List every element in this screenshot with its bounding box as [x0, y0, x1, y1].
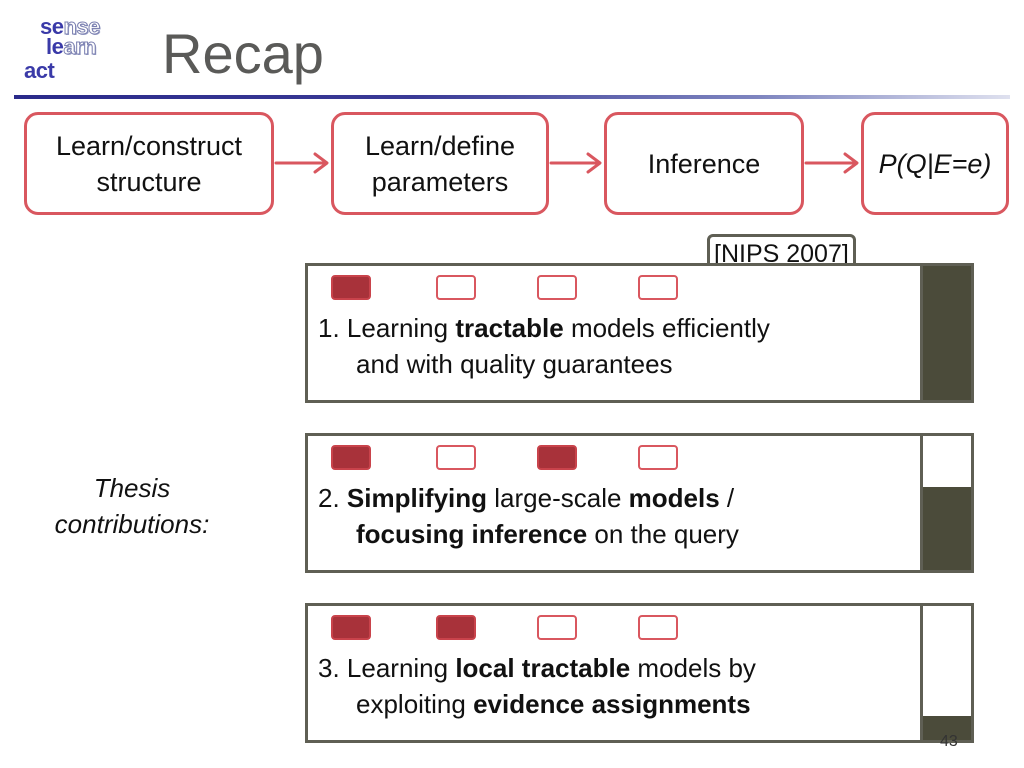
mini-stage-box — [436, 445, 476, 470]
progress-bar-2 — [920, 433, 974, 573]
emphasis-text: local tractable — [455, 653, 631, 683]
mini-stage-box — [537, 275, 577, 300]
pipeline-arrowhead — [313, 152, 329, 174]
plain-text: models efficiently — [563, 313, 770, 343]
stage-learn-parameters: Learn/define parameters — [331, 112, 549, 215]
contribution-text-2: 2. Simplifying large-scale models /focus… — [318, 480, 918, 552]
stage-query-probability: P(Q|E=e) — [861, 112, 1009, 215]
mini-stage-box — [331, 445, 371, 470]
plain-text: 1. Learning — [318, 313, 456, 343]
stage-line: structure — [96, 166, 202, 197]
contribution-panel-1 — [305, 263, 923, 403]
contribution-panel-2 — [305, 433, 923, 573]
progress-fill — [923, 266, 971, 400]
plain-text: 3. Learning — [318, 653, 456, 683]
stage-line: Learn/define — [364, 130, 516, 161]
plain-text: exploiting — [356, 689, 474, 719]
thesis-contributions-label: Thesis contributions: — [22, 470, 242, 542]
stage-line: Inference — [647, 148, 761, 179]
plain-text: and with quality guarantees — [356, 349, 673, 379]
mini-stage-box — [638, 275, 678, 300]
emphasis-text: evidence assignments — [473, 689, 751, 719]
plain-text: large-scale — [487, 483, 629, 513]
emphasis-text: focusing inference — [356, 519, 588, 549]
stage-learn-structure: Learn/construct structure — [24, 112, 274, 215]
plain-text: / — [719, 483, 735, 513]
slide-title: Recap — [162, 22, 324, 85]
plain-text: on the query — [587, 519, 739, 549]
contribution-line: exploiting evidence assignments — [318, 686, 918, 722]
mini-stage-box — [537, 615, 577, 640]
contribution-line: 2. Simplifying large-scale models / — [318, 480, 918, 516]
emphasis-text: models — [628, 483, 720, 513]
mini-stage-box — [638, 445, 678, 470]
stage-line: parameters — [371, 166, 509, 197]
stage-inference: Inference — [604, 112, 804, 215]
progress-fill — [923, 715, 971, 740]
contribution-line: 1. Learning tractable models efficiently — [318, 310, 918, 346]
contribution-line: 3. Learning local tractable models by — [318, 650, 918, 686]
page-number: 43 — [940, 733, 958, 750]
thesis-label-line: contributions: — [54, 509, 210, 539]
contribution-line: and with quality guarantees — [318, 346, 918, 382]
plain-text: models by — [630, 653, 756, 683]
mini-stage-box — [331, 615, 371, 640]
mini-stage-box — [537, 445, 577, 470]
stage-line: P(Q|E=e) — [878, 148, 992, 179]
emphasis-text: tractable — [455, 313, 564, 343]
progress-fill — [923, 486, 971, 570]
thesis-label-line: Thesis — [93, 473, 171, 503]
sense-learn-act-logo: sense learn act — [24, 14, 101, 83]
title-underline — [14, 95, 1010, 99]
stage-line: Learn/construct — [55, 130, 243, 161]
mini-stage-box — [638, 615, 678, 640]
pipeline-arrowhead — [843, 152, 859, 174]
progress-bar-3 — [920, 603, 974, 743]
pipeline-arrowhead — [586, 152, 602, 174]
progress-bar-1 — [920, 263, 974, 403]
contribution-line: focusing inference on the query — [318, 516, 918, 552]
mini-stage-box — [331, 275, 371, 300]
mini-stage-box — [436, 615, 476, 640]
contribution-panel-3 — [305, 603, 923, 743]
mini-stage-box — [436, 275, 476, 300]
contribution-text-1: 1. Learning tractable models efficiently… — [318, 310, 918, 382]
emphasis-text: Simplifying — [346, 483, 488, 513]
plain-text: 2. — [318, 483, 347, 513]
